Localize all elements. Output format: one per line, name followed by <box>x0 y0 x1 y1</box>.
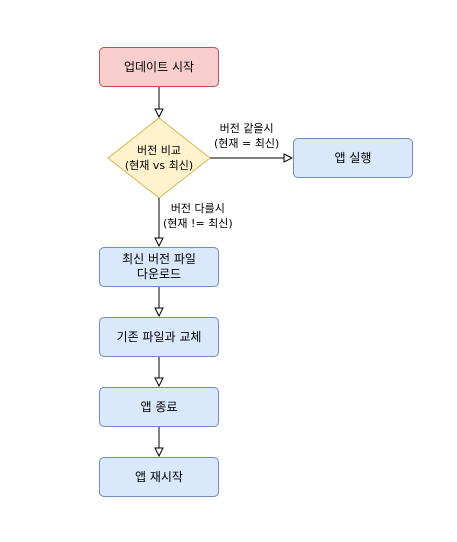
edge-label-version-different: 버전 다를시 (현재 != 최신) <box>163 202 233 230</box>
node-restart-app: 앱 재시작 <box>99 457 219 497</box>
node-quit-app: 앱 종료 <box>99 387 219 427</box>
edge-label-version-same: 버전 같을시 (현재 = 최신) <box>214 122 280 150</box>
node-download-latest: 최신 버전 파일 다운로드 <box>99 247 219 287</box>
node-run-app: 앱 실행 <box>293 138 413 178</box>
node-update-start: 업데이트 시작 <box>99 47 219 87</box>
node-version-compare-label: 버전 비교 (현재 vs 최신) <box>124 144 194 172</box>
node-replace-files: 기존 파일과 교체 <box>99 317 219 357</box>
